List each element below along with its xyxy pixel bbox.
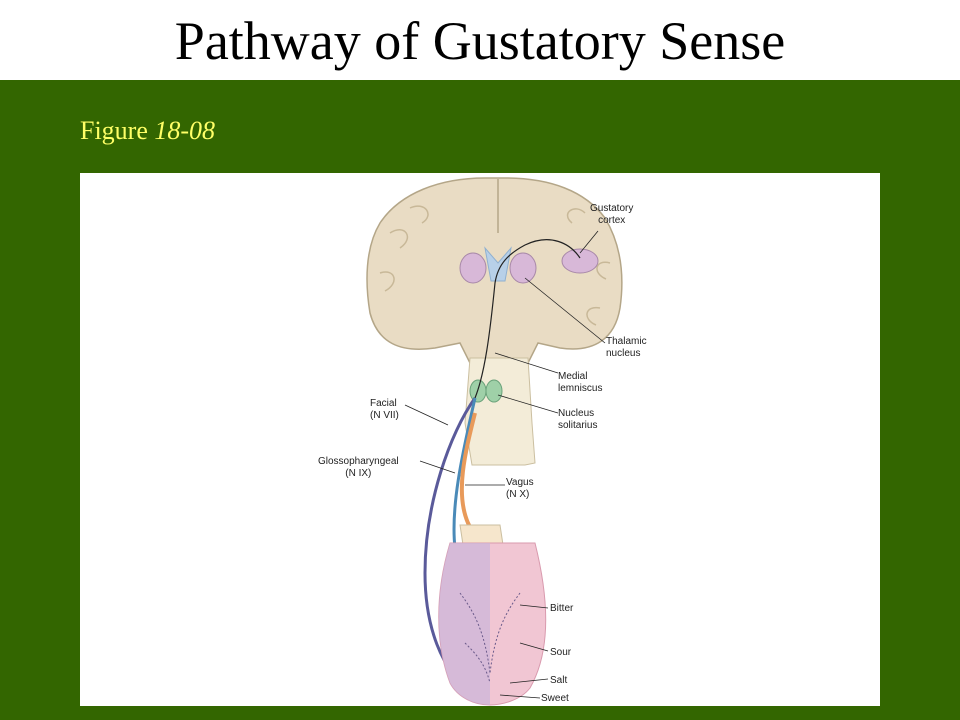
right-thalamus — [509, 252, 537, 284]
nucleus-solitarius-right — [485, 379, 503, 403]
glossopharyngeal-nerve-label: Glossopharyngeal (N IX) — [318, 456, 399, 479]
figure-number: 18-08 — [154, 116, 216, 145]
facial-nerve-label: Facial (N VII) — [370, 398, 399, 421]
tongue-back-region — [438, 543, 490, 705]
ventricle — [484, 246, 512, 282]
sour-label: Sour — [550, 647, 572, 658]
figure-prefix: Figure — [80, 116, 148, 145]
vagus-nerve-label: Vagus (N X) — [506, 477, 534, 500]
brainstem — [464, 357, 536, 466]
gustatory-cortex-region — [561, 248, 599, 274]
title-bar: Pathway of Gustatory Sense — [0, 0, 960, 80]
figure-panel: Gustatory cortex Thalamic nucleus Medial… — [80, 173, 880, 706]
left-thalamus — [459, 252, 487, 284]
thalamic-nucleus-label: Thalamic nucleus — [606, 336, 647, 359]
salt-label: Salt — [550, 675, 568, 686]
sweet-label: Sweet — [541, 693, 569, 704]
gustatory-pathway-line — [474, 239, 581, 399]
slide-title: Pathway of Gustatory Sense — [174, 11, 786, 71]
gustatory-cortex-label: Gustatory cortex — [590, 203, 634, 226]
bitter-label: Bitter — [550, 603, 574, 614]
gustatory-pathway-illustration — [366, 177, 623, 706]
figure-label: Figure 18-08 — [80, 116, 215, 146]
medial-lemniscus-label: Medial lemniscus — [558, 371, 603, 394]
nucleus-solitarius-label: Nucleus solitarius — [558, 408, 598, 431]
